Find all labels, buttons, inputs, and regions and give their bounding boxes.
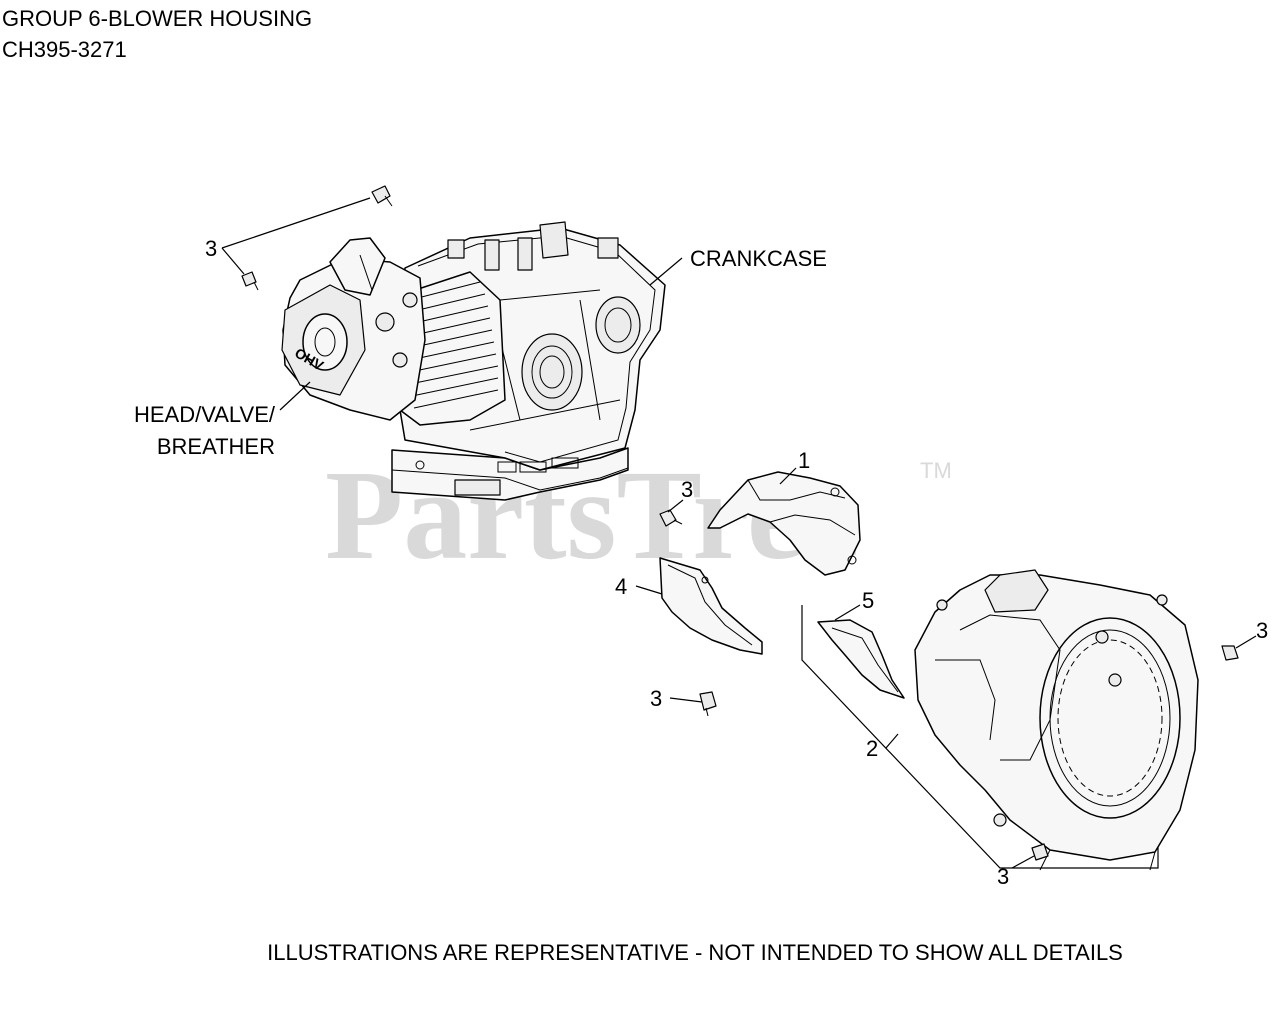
part-5-side-baffle[interactable] <box>817 619 905 699</box>
disclaimer-footer: ILLUSTRATIONS ARE REPRESENTATIVE - NOT I… <box>267 940 1123 965</box>
bolt-upper-left[interactable] <box>241 271 259 291</box>
callout-3-upper: 3 <box>205 236 217 261</box>
leader-3-upper-left <box>221 247 245 275</box>
bolt-lower-left[interactable] <box>699 691 717 717</box>
bolt-top[interactable] <box>371 185 393 207</box>
part-2-blower-housing[interactable] <box>801 569 1199 871</box>
part-1-cylinder-baffle[interactable] <box>707 471 861 576</box>
label-head-line1: HEAD/VALVE/ <box>134 402 276 427</box>
callout-2: 2 <box>866 736 878 761</box>
bolt-bottom[interactable] <box>1031 843 1049 861</box>
callout-3-lower: 3 <box>650 686 662 711</box>
leader-3-lower <box>669 697 703 703</box>
part-4-lower-baffle[interactable] <box>659 557 763 655</box>
callout-3-right: 3 <box>1256 618 1268 643</box>
callout-4: 4 <box>615 574 627 599</box>
leader-2 <box>885 733 899 749</box>
watermark-trademark: TM <box>920 458 952 483</box>
diagram-title: GROUP 6-BLOWER HOUSING <box>2 6 313 31</box>
model-number: CH395-3271 <box>2 37 127 62</box>
leader-1 <box>779 467 797 485</box>
callout-3-mid: 3 <box>681 477 693 502</box>
leader-3-mid <box>667 499 684 513</box>
leader-3-bottom <box>1011 855 1035 869</box>
callout-1: 1 <box>798 448 810 473</box>
callout-5: 5 <box>862 588 874 613</box>
bolt-right[interactable] <box>1221 645 1239 661</box>
leader-crankcase <box>649 257 683 286</box>
label-head-line2: BREATHER <box>157 434 275 459</box>
leader-3-right <box>1235 635 1257 649</box>
leader-head <box>279 381 311 411</box>
leader-4 <box>635 585 663 595</box>
label-crankcase: CRANKCASE <box>690 246 827 271</box>
leader-5 <box>834 604 861 621</box>
callout-3-bottom: 3 <box>997 864 1009 889</box>
bolt-mid[interactable] <box>659 509 683 527</box>
leader-3-top <box>221 197 371 249</box>
engine-crankcase-illustration[interactable]: OHV <box>281 221 666 501</box>
